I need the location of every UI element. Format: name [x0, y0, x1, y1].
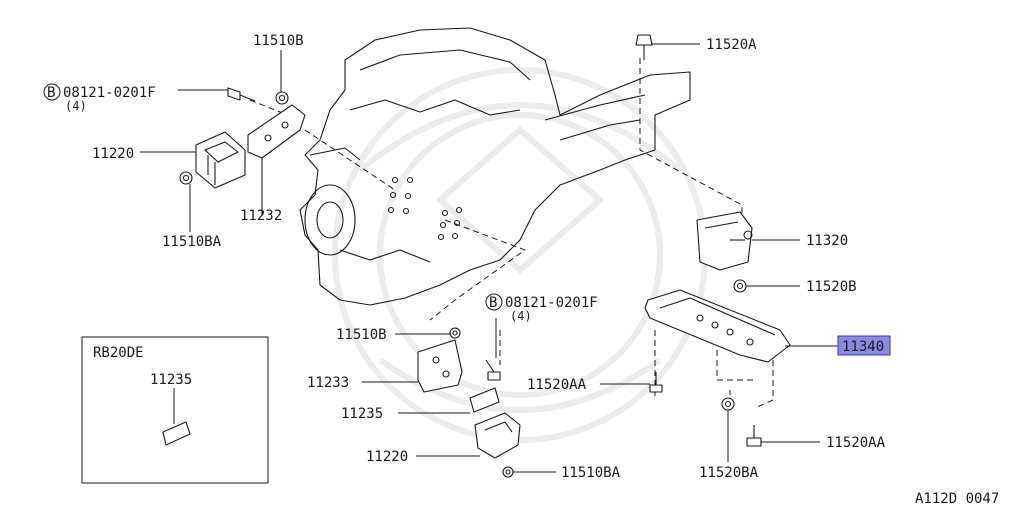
assembly-lines	[249, 58, 774, 409]
watermark-emblem	[332, 67, 708, 443]
mount-11220-lower	[474, 412, 521, 459]
callout-bolt-mid-qty: (4)	[510, 309, 532, 323]
callout-bolt-mid-code: 08121-0201F	[505, 295, 598, 311]
bolt-11520aa-right	[746, 425, 762, 447]
bolt-11520a	[635, 34, 653, 60]
callout-11520ba: 11520BA	[699, 465, 759, 481]
inset-part-label: 11235	[150, 372, 192, 388]
callout-11340[interactable]: 11340	[842, 339, 884, 355]
callout-11220-top: 11220	[92, 146, 134, 162]
callout-11520a: 11520A	[706, 37, 757, 53]
bolt-mid	[485, 359, 501, 381]
callout-11510b-mid: 11510B	[336, 327, 387, 343]
crossmember-11340	[644, 289, 791, 363]
nut-11510b-mid	[449, 327, 461, 339]
callout-11233: 11233	[307, 375, 349, 391]
bolt-marker-mid: B	[489, 295, 497, 311]
leader-lines	[140, 43, 838, 473]
callout-11520aa-left: 11520AA	[527, 377, 587, 393]
highlight-11340	[837, 335, 891, 356]
callout-11510b-top: 11510B	[253, 33, 304, 49]
inset-engine-label: RB20DE	[93, 345, 144, 361]
mount-11220-upper	[195, 131, 246, 189]
nut-11510b-top	[275, 91, 289, 105]
mount-holes	[387, 176, 463, 241]
figure-code: A112D 0047	[915, 491, 999, 507]
nut-11510ba-bottom	[502, 466, 514, 478]
plate-11235-mid	[469, 387, 500, 413]
bolt-marker-circle-top	[43, 83, 61, 101]
nut-11520ba	[721, 397, 735, 411]
callout-11320: 11320	[806, 233, 848, 249]
nut-11510ba-top	[179, 171, 193, 185]
bolt-top	[227, 87, 256, 102]
nut-11520b	[733, 279, 747, 293]
bracket-11232	[247, 104, 306, 215]
callout-11520b: 11520B	[806, 279, 857, 295]
callout-11235-mid: 11235	[341, 406, 383, 422]
mount-11320	[696, 211, 753, 271]
inset-plate-11235	[162, 421, 191, 446]
inset-box	[81, 336, 269, 484]
bolt-marker-circle-mid	[485, 293, 503, 311]
bolt-marker-top: B	[47, 85, 55, 101]
engine-block	[299, 27, 691, 306]
callout-bolt-top-code: 08121-0201F	[63, 85, 156, 101]
bracket-11233	[417, 339, 463, 393]
callout-11510ba-top: 11510BA	[162, 234, 222, 250]
callout-11232: 11232	[240, 208, 282, 224]
callout-11510ba-bottom: 11510BA	[561, 465, 621, 481]
callout-11520aa-right: 11520AA	[826, 435, 886, 451]
callout-11220-bottom: 11220	[366, 449, 408, 465]
bolt-11520aa-left	[649, 372, 663, 393]
callout-bolt-top-qty: (4)	[65, 99, 87, 113]
